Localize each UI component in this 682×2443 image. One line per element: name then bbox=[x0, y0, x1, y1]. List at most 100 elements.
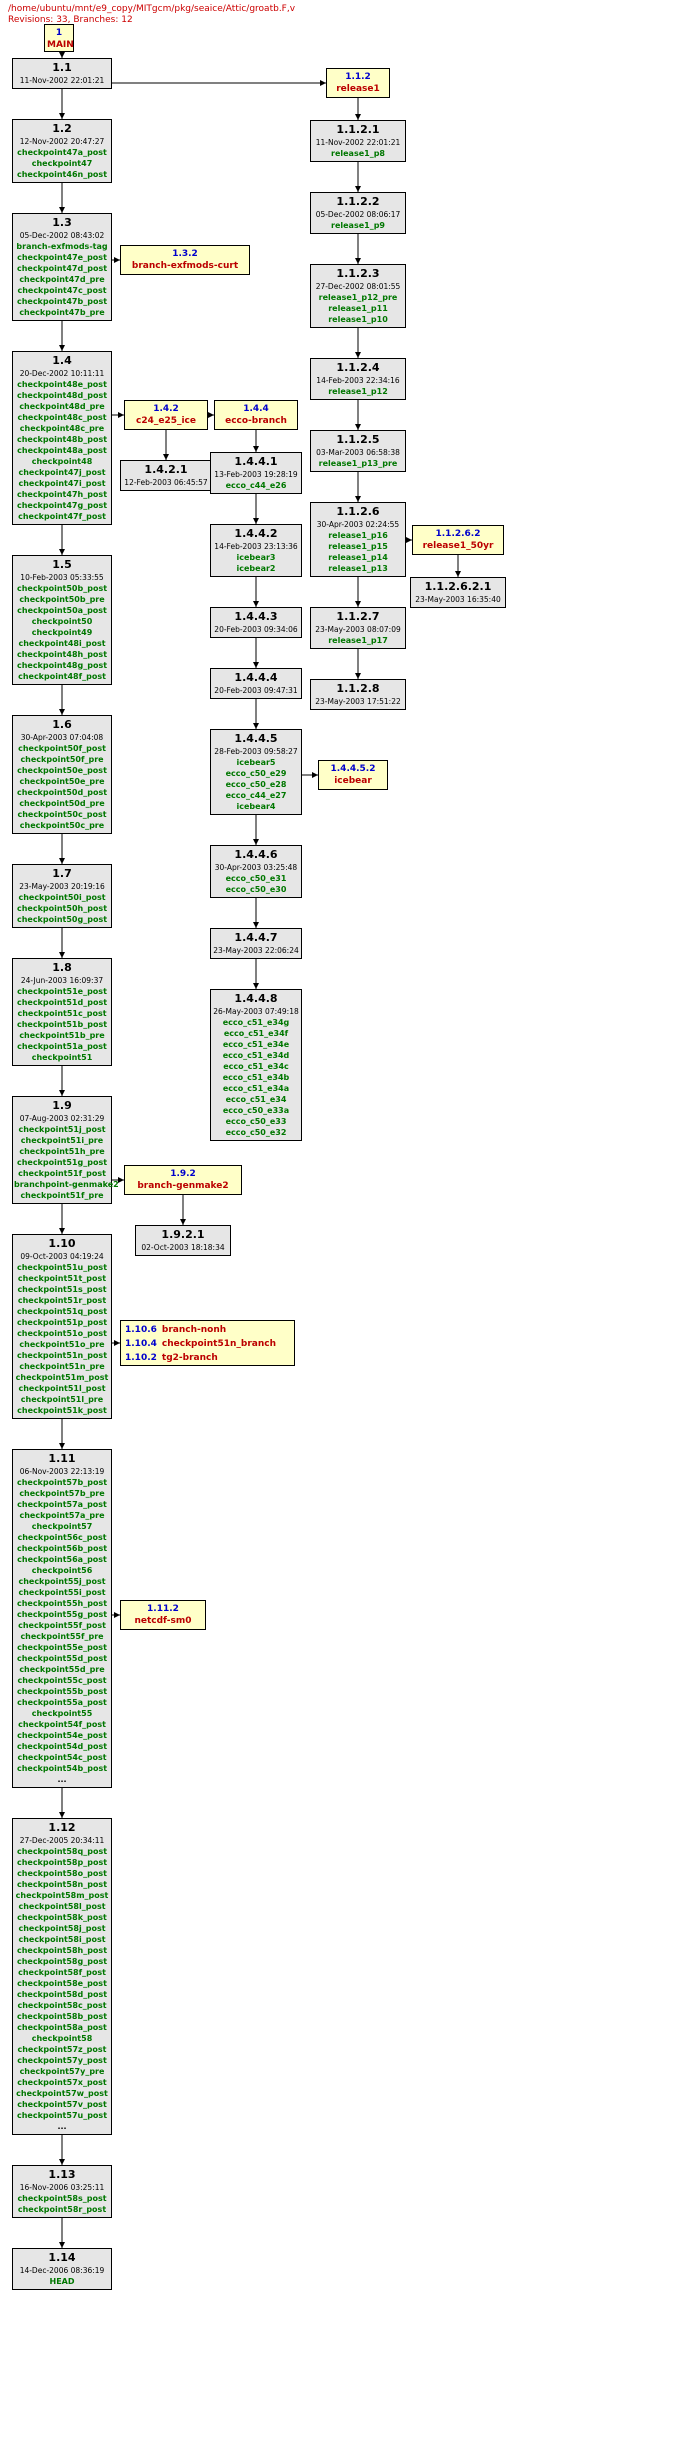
revision-number: 1.10 bbox=[48, 1237, 76, 1250]
revision-date: 11-Nov-2002 22:01:21 bbox=[19, 76, 105, 85]
tag-label: ecco_c51_e34e bbox=[222, 1040, 290, 1049]
tag-label: checkpoint51t_post bbox=[17, 1274, 107, 1283]
revision-number: 1.1.2.2 bbox=[336, 195, 380, 208]
tag-label: checkpoint55b_post bbox=[16, 1687, 108, 1696]
branch-box-release1-50yr[interactable]: 1.1.2.6.2 release1_50yr bbox=[412, 525, 504, 555]
revision-number: 1.4.4.7 bbox=[234, 931, 278, 944]
tag-label: ecco_c50_e29 bbox=[225, 769, 287, 778]
revision-date: 07-Aug-2003 02:31:29 bbox=[19, 1114, 105, 1123]
branch-number: 1.4.2 bbox=[153, 404, 179, 414]
tag-label: checkpoint56a_post bbox=[17, 1555, 107, 1564]
branch-name: release1_50yr bbox=[422, 541, 494, 551]
tag-label: checkpoint50c_pre bbox=[19, 821, 105, 830]
tag-label: checkpoint58j_post bbox=[18, 1924, 106, 1933]
revision-date: 10-Feb-2003 05:33:55 bbox=[20, 573, 104, 582]
tag-label: checkpoint48i_post bbox=[18, 639, 106, 648]
revision-date: 05-Dec-2002 08:06:17 bbox=[315, 210, 401, 219]
tag-label: release1_p10 bbox=[328, 315, 388, 324]
tag-label: ... bbox=[57, 1775, 67, 1784]
revision-number: 1.13 bbox=[48, 2168, 76, 2181]
tag-label: checkpoint58b_post bbox=[16, 2012, 108, 2021]
tag-label: checkpoint54b_post bbox=[16, 1764, 108, 1773]
tag-label: checkpoint51e_post bbox=[17, 987, 107, 996]
tag-label: checkpoint58c_post bbox=[17, 2001, 107, 2010]
tag-label: ecco_c50_e30 bbox=[225, 885, 287, 894]
branch-number: 1.4.4 bbox=[243, 404, 269, 414]
tag-label: checkpoint58k_post bbox=[17, 1913, 107, 1922]
tag-label: checkpoint51l_pre bbox=[20, 1395, 104, 1404]
tag-label: checkpoint54d_post bbox=[16, 1742, 108, 1751]
tag-label: checkpoint51j_post bbox=[18, 1125, 106, 1134]
tag-label: checkpoint55f_pre bbox=[20, 1632, 104, 1641]
revision-number: 1.2 bbox=[52, 122, 72, 135]
revision-number: 1.4.4.3 bbox=[234, 610, 278, 623]
revision-number: 1.1.2.7 bbox=[336, 610, 380, 623]
revision-date: 06-Nov-2003 22:13:19 bbox=[19, 1467, 105, 1476]
tag-label: checkpoint48d_post bbox=[16, 391, 108, 400]
branch-number: 1.11.2 bbox=[147, 1604, 179, 1614]
tag-label: checkpoint50a_post bbox=[17, 606, 107, 615]
tag-label: HEAD bbox=[49, 2277, 75, 2286]
tag-label: checkpoint48e_post bbox=[17, 380, 107, 389]
tag-label: branchpoint-genmake2 bbox=[14, 1180, 119, 1189]
tag-label: ... bbox=[57, 2122, 67, 2131]
tag-label: checkpoint48c_post bbox=[17, 413, 107, 422]
revision-date: 12-Nov-2002 20:47:27 bbox=[19, 137, 105, 146]
branch-number: 1.1.2.6.2 bbox=[435, 529, 481, 539]
tag-label: ecco_c51_e34g bbox=[222, 1018, 290, 1027]
revision-number: 1.12 bbox=[48, 1821, 76, 1834]
tag-label: checkpoint50 bbox=[31, 617, 93, 626]
tag-label: release1_p13 bbox=[328, 564, 388, 573]
branch-name: release1 bbox=[336, 84, 380, 94]
tag-label: checkpoint58r_post bbox=[17, 2205, 107, 2214]
tag-label: checkpoint56b_post bbox=[16, 1544, 108, 1553]
tag-label: ecco_c51_e34c bbox=[223, 1062, 289, 1071]
tag-label: ecco_c44_e27 bbox=[225, 791, 287, 800]
